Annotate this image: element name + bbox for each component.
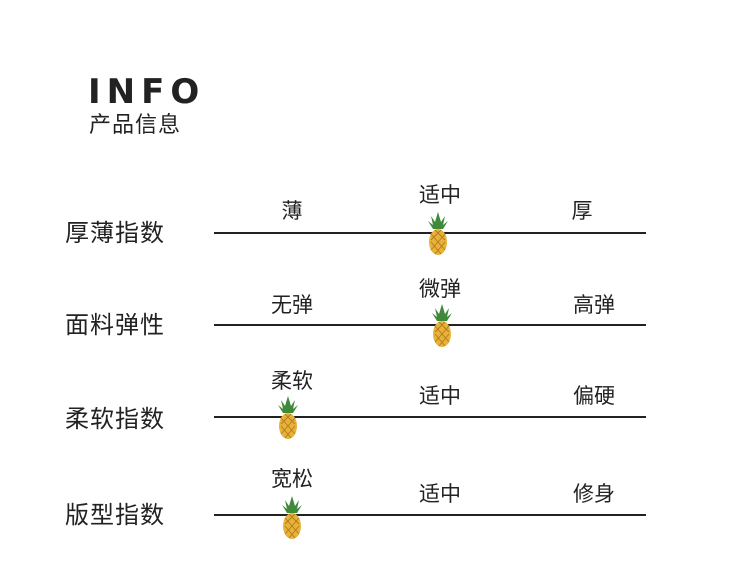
option-high-stretch: 高弹 <box>573 293 615 317</box>
row-label-softness: 柔软指数 <box>65 405 165 433</box>
option-no-stretch: 无弹 <box>271 293 313 317</box>
scale-line-thickness <box>214 232 646 234</box>
option-soft: 柔软 <box>271 369 313 393</box>
option-moderate: 适中 <box>419 384 461 408</box>
option-moderate: 适中 <box>419 183 461 207</box>
scale-line-elasticity <box>214 324 646 326</box>
row-label-fit: 版型指数 <box>65 501 165 529</box>
option-thin: 薄 <box>281 199 303 223</box>
info-title: INFO <box>88 72 206 112</box>
option-slight-stretch: 微弹 <box>419 277 461 301</box>
pineapple-icon <box>424 210 452 256</box>
option-stiff: 偏硬 <box>573 384 615 408</box>
row-label-thickness: 厚薄指数 <box>65 219 165 247</box>
pineapple-icon <box>278 494 306 540</box>
scale-line-fit <box>214 514 646 516</box>
option-moderate: 适中 <box>419 482 461 506</box>
option-loose: 宽松 <box>271 467 313 491</box>
option-thick: 厚 <box>571 199 593 223</box>
pineapple-icon <box>274 394 302 440</box>
scale-line-softness <box>214 416 646 418</box>
option-slim: 修身 <box>573 482 615 506</box>
pineapple-icon <box>428 302 456 348</box>
info-subtitle: 产品信息 <box>89 113 182 138</box>
row-label-elasticity: 面料弹性 <box>65 311 165 339</box>
